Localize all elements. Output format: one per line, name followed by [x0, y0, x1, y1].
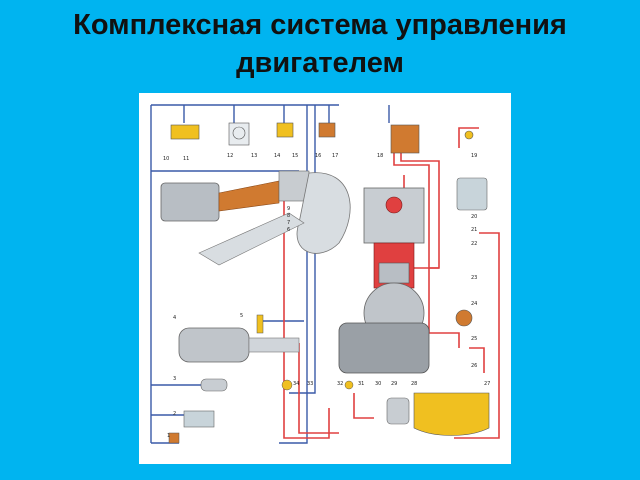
callout-30: 30 [375, 381, 381, 387]
gearbox [338, 322, 430, 374]
title-line-2: двигателем [236, 47, 404, 79]
callout-8: 8 [287, 213, 290, 219]
callout-2: 2 [173, 411, 176, 417]
sensor-25-icon [455, 309, 473, 327]
callout-19: 19 [471, 153, 477, 159]
callout-21: 21 [471, 227, 477, 233]
callout-11: 11 [183, 156, 189, 162]
intake-manifold [296, 172, 351, 254]
air-filter-11 [160, 182, 220, 222]
callout-23: 23 [471, 275, 477, 281]
callout-14: 14 [274, 153, 280, 159]
callout-6: 6 [287, 227, 290, 233]
callout-29: 29 [391, 381, 397, 387]
callout-9: 9 [287, 206, 290, 212]
intake-hose [218, 180, 280, 212]
engine-management-diagram: 1 2 3 4 5 6 7 8 9 10 11 12 13 14 15 16 1… [139, 93, 511, 464]
callout-7: 7 [287, 220, 290, 226]
relay-1-box [168, 432, 180, 444]
callout-18: 18 [377, 153, 383, 159]
callout-32: 32 [337, 381, 343, 387]
title-line-1: Комплексная система управления [73, 9, 567, 41]
callout-20: 20 [471, 214, 477, 220]
sensor-14-box [276, 122, 294, 138]
callout-numbers: 1 2 3 4 5 6 7 8 9 10 11 12 13 14 15 16 1… [163, 153, 490, 439]
callout-4: 4 [173, 315, 176, 321]
canister-2-box [183, 410, 215, 428]
callout-26: 26 [471, 363, 477, 369]
callout-13: 13 [251, 153, 257, 159]
callout-5: 5 [240, 313, 243, 319]
callout-15: 15 [292, 153, 298, 159]
gauge-12-box [228, 122, 250, 146]
catalytic-converter-4 [178, 327, 250, 363]
callout-1: 1 [167, 433, 170, 439]
sensor-3-box [200, 378, 228, 392]
sensor-19-icon [464, 130, 474, 140]
callout-10: 10 [163, 156, 169, 162]
callout-22: 22 [471, 241, 477, 247]
callout-27: 27 [484, 381, 490, 387]
exhaust-tail [248, 337, 300, 353]
callout-24: 24 [471, 301, 477, 307]
coolant-tank-20 [456, 177, 488, 211]
sensor-34-icon [281, 379, 293, 391]
exhaust-pipe [198, 212, 305, 266]
callout-3: 3 [173, 376, 176, 382]
callout-25: 25 [471, 336, 477, 342]
oxygen-sensor-5 [256, 314, 264, 334]
diagram-canvas: 1 2 3 4 5 6 7 8 9 10 11 12 13 14 15 16 1… [150, 104, 500, 444]
adsorber-29 [386, 397, 410, 425]
callout-34: 34 [293, 381, 299, 387]
sensor-10-box [170, 124, 200, 140]
slide-title: Комплексная система управления двигателе… [0, 6, 640, 82]
fuel-tank-28 [413, 392, 490, 436]
sensor-16-box [318, 122, 336, 138]
callout-16: 16 [315, 153, 321, 159]
callout-17: 17 [332, 153, 338, 159]
relay-18-box [390, 124, 420, 154]
cylinder-head [363, 187, 425, 244]
gauge-dial-icon [232, 126, 246, 140]
callout-12: 12 [227, 153, 233, 159]
camshaft-icon [385, 196, 403, 214]
callout-31: 31 [358, 381, 364, 387]
callout-28: 28 [411, 381, 417, 387]
sensor-32-icon [344, 380, 354, 390]
piston [378, 262, 410, 284]
callout-33: 33 [307, 381, 313, 387]
